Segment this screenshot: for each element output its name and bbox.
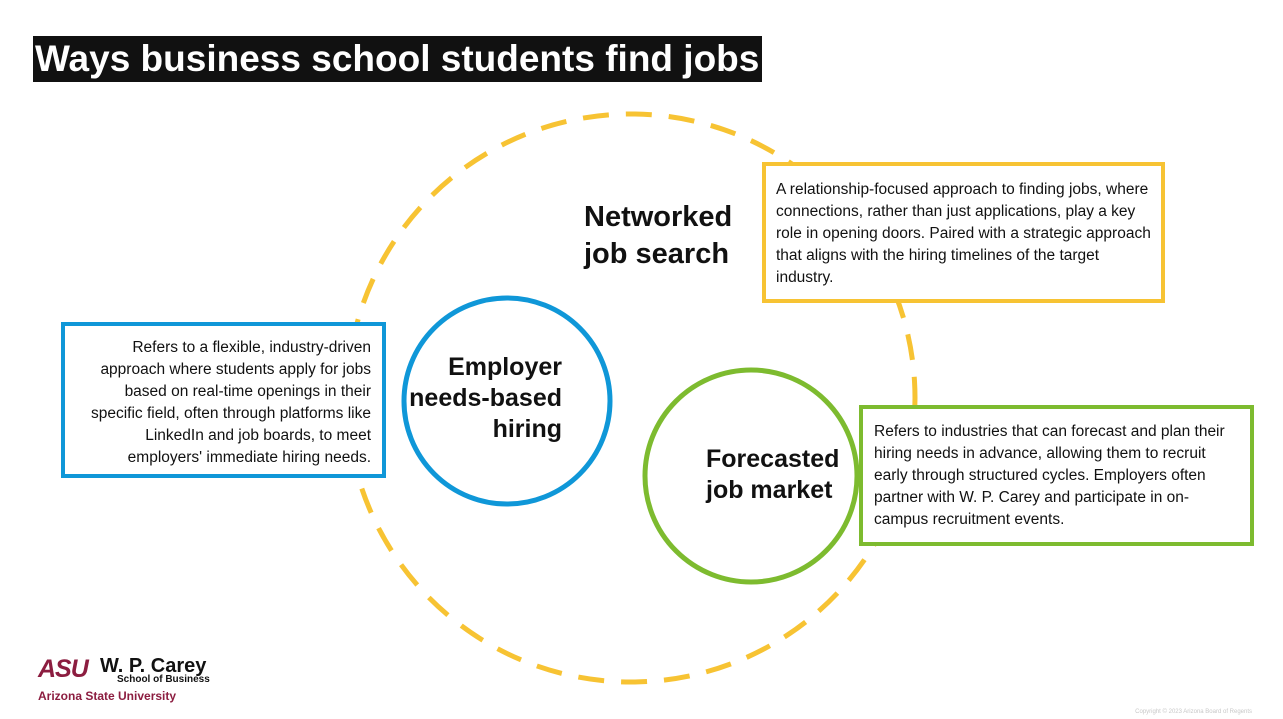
- logo-school-name: W. P. Carey: [100, 655, 207, 677]
- forecasted-description-box: Refers to industries that can forecast a…: [859, 405, 1254, 546]
- employer-label-line1: Employer: [448, 353, 562, 381]
- forecasted-circle: [642, 367, 860, 585]
- forecasted-label-line2: job market: [706, 476, 833, 504]
- employer-description-box: Refers to a flexible, industry-driven ap…: [61, 322, 386, 478]
- networked-description: A relationship-focused approach to findi…: [776, 181, 1151, 286]
- networked-label: Networked job search: [584, 199, 733, 273]
- employer-circle: [401, 295, 613, 507]
- employer-label-line3: hiring: [492, 415, 562, 443]
- forecasted-description: Refers to industries that can forecast a…: [874, 423, 1225, 528]
- employer-description: Refers to a flexible, industry-driven ap…: [91, 339, 371, 466]
- networked-description-box: A relationship-focused approach to findi…: [762, 162, 1165, 303]
- forecasted-label-line1: Forecasted: [706, 445, 840, 473]
- employer-label: Employer needs-based hiring: [400, 352, 562, 445]
- logo-university-name: Arizona State University: [38, 689, 177, 703]
- forecasted-label: Forecasted job market: [706, 444, 839, 506]
- networked-label-line1: Networked: [584, 201, 733, 233]
- copyright-notice: Copyright © 2023 Arizona Board of Regent…: [1135, 709, 1252, 715]
- page-title: Ways business school students find jobs: [33, 36, 763, 82]
- logo-school-subtitle: School of Business: [117, 674, 210, 685]
- employer-label-line2: needs-based: [409, 384, 562, 412]
- asu-logo-mark: ASU: [38, 655, 89, 683]
- networked-label-line2: job search: [584, 238, 730, 270]
- networked-dashed-circle: [344, 111, 918, 685]
